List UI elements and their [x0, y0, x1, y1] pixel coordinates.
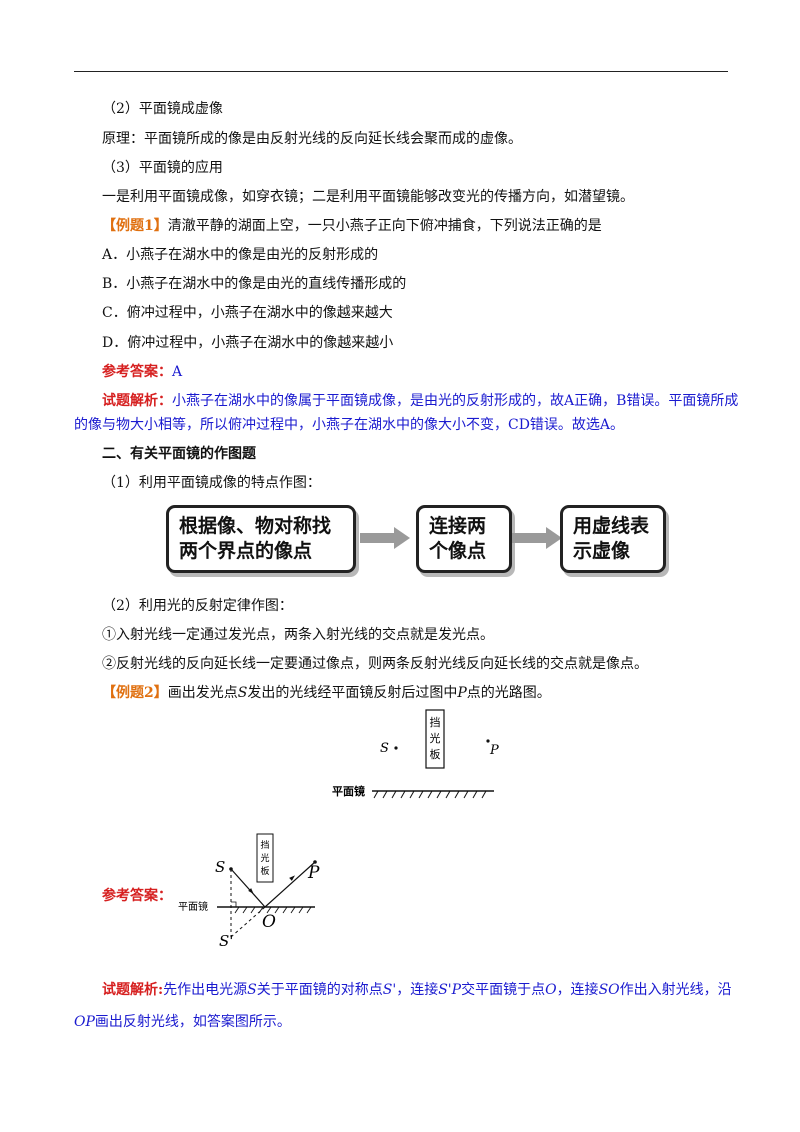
analysis-symbol-sp: S'P	[438, 982, 462, 998]
incident-arrow-icon	[248, 888, 254, 894]
mirror-hatching	[373, 790, 487, 799]
example1-option-d: D．俯冲过程中，小燕子在湖水中的像越来越小	[102, 335, 394, 351]
example2-symbol-s: S	[237, 685, 248, 701]
virtual-extension-line	[230, 906, 266, 938]
analysis-seg-b: 关于平面镜的对称点	[256, 982, 383, 998]
example1-option-b: B．小燕子在湖水中的像是由光的直线传播形成的	[102, 276, 407, 292]
analysis-symbol-so: SO	[598, 982, 620, 998]
flow-step-1-line1: 根据像、物对称找	[179, 515, 332, 537]
baffle-board	[425, 709, 445, 769]
section2-method2: （2）利用光的反射定律作图：	[102, 598, 293, 614]
answer-baffle-char-1: 挡	[260, 839, 269, 851]
point-p-label: P	[489, 743, 499, 758]
answer-label: 参考答案：	[102, 364, 172, 380]
baffle-char-3: 板	[430, 747, 441, 761]
example2-symbol-p: P	[457, 685, 467, 701]
example2-analysis-line2: OP画出反射光线，如答案图所示。	[74, 1012, 291, 1032]
rule-2: ②反射光线的反向延长线一定要通过像点，则两条反射光线反向延长线的交点就是像点。	[102, 656, 648, 672]
section2-heading: 二、有关平面镜的作图题	[102, 446, 256, 462]
answer-baffle-board	[256, 833, 274, 883]
example1-question: 【例题1】清澈平静的湖面上空，一只小燕子正向下俯冲捕食，下列说法正确的是	[102, 216, 602, 236]
question-diagram: 挡 光 板 S P 平面镜	[332, 709, 499, 799]
analysis-seg-d: 交平面镜于点	[461, 982, 546, 998]
reflected-arrow-icon	[289, 875, 295, 881]
analysis-symbol-s-prime: S'	[382, 982, 397, 998]
example2-question: 【例题2】画出发光点S发出的光线经平面镜反射后过图中P点的光路图。	[102, 683, 551, 703]
para-application: 一是利用平面镜成像，如穿衣镜；二是利用平面镜能够改变光的传播方向，如潜望镜。	[102, 189, 634, 205]
flow-arrow-1	[360, 527, 410, 549]
flow-step-1: 根据像、物对称找 两个界点的像点	[166, 505, 356, 573]
point-p-dot	[486, 739, 490, 743]
para-application-heading: （3）平面镜的应用	[102, 160, 223, 176]
flow-step-3-line1: 用虚线表	[573, 515, 650, 537]
rule-1: ①入射光线一定通过发光点，两条入射光线的交点就是发光点。	[102, 627, 494, 643]
baffle-char-1: 挡	[430, 715, 441, 729]
example2-stem-b: 发出的光线经平面镜反射后过图中	[247, 685, 458, 701]
answer-value: A	[172, 364, 183, 380]
answer-baffle-char-3: 板	[260, 865, 269, 877]
answer-point-p-label: P	[307, 863, 320, 883]
example2-analysis-line1: 试题解析:先作出电光源S关于平面镜的对称点S'，连接S'P交平面镜于点O，连接S…	[102, 980, 732, 1000]
para-principle: 原理：平面镜所成的像是由反射光线的反向延长线会聚而成的虚像。	[102, 131, 522, 147]
example2-tag: 【例题2】	[102, 685, 168, 701]
example2-stem-c: 点的光路图。	[466, 685, 551, 701]
example1-option-a: A．小燕子在湖水中的像是由光的反射形成的	[102, 247, 379, 263]
analysis-seg-g: 画出反射光线，如答案图所示。	[94, 1014, 291, 1030]
flow-step-3: 用虚线表 示虚像	[560, 505, 666, 573]
analysis-symbol-op: OP	[74, 1014, 95, 1030]
example1-stem: 清澈平静的湖面上空，一只小燕子正向下俯冲捕食，下列说法正确的是	[167, 218, 602, 234]
analysis-seg-f: 作出入射光线，沿	[619, 982, 732, 998]
header-rule	[74, 71, 728, 72]
incident-ray	[230, 868, 266, 908]
example1-tag: 【例题1】	[102, 218, 168, 234]
para-plane-mirror-virtual: （2）平面镜成虚像	[102, 101, 223, 117]
flow-step-2: 连接两 个像点	[416, 505, 512, 573]
reflected-ray	[264, 861, 316, 908]
analysis-seg-c: ，连接	[396, 982, 439, 998]
section2-method1: （1）利用平面镜成像的特点作图：	[102, 475, 321, 491]
answer-mirror-hatching	[234, 906, 312, 914]
answer-point-s-label: S	[215, 858, 225, 876]
example2-stem-a: 画出发光点	[167, 685, 238, 701]
mirror-label: 平面镜	[332, 784, 365, 798]
point-s-dot	[394, 746, 398, 750]
flow-step-2-line1: 连接两	[429, 515, 487, 537]
example1-analysis-line2: 的像与物大小相等，所以俯冲过程中，小燕子在湖水中的像大小不变，CD错误。故选A。	[74, 417, 625, 433]
analysis-symbol-o: O	[545, 982, 557, 998]
example1-answer: 参考答案：A	[102, 362, 182, 382]
example2-answer-label: 参考答案：	[102, 888, 172, 904]
flow-step-1-line2: 两个界点的像点	[179, 540, 313, 562]
answer-point-o-label: O	[262, 912, 276, 932]
answer-baffle-char-2: 光	[260, 852, 269, 864]
right-angle-mark	[231, 901, 237, 907]
analysis-seg-a: 先作出电光源	[163, 982, 248, 998]
analysis-symbol-s: S	[247, 982, 257, 998]
baffle-char-2: 光	[430, 731, 441, 745]
answer-diagram: 挡 光 板 S P 平面镜 O S'	[178, 833, 320, 950]
analysis-text-1: 小燕子在湖水中的像属于平面镜成像，是由光的反射形成的，故A正确，B错误。平面镜所…	[172, 393, 739, 409]
point-s-label: S	[380, 741, 389, 756]
answer-point-s-prime-label: S'	[219, 932, 233, 950]
example2-analysis-label: 试题解析:	[102, 982, 164, 998]
flow-arrow-2	[512, 527, 562, 549]
analysis-label: 试题解析：	[102, 393, 172, 409]
flow-step-2-line2: 个像点	[429, 540, 487, 562]
example1-option-c: C．俯冲过程中，小燕子在湖水中的像越来越大	[102, 305, 393, 321]
answer-mirror-label: 平面镜	[178, 900, 208, 913]
example1-analysis-line1: 试题解析：小燕子在湖水中的像属于平面镜成像，是由光的反射形成的，故A正确，B错误…	[102, 391, 738, 411]
flow-step-3-line2: 示虚像	[573, 540, 631, 562]
analysis-seg-e: ，连接	[556, 982, 599, 998]
